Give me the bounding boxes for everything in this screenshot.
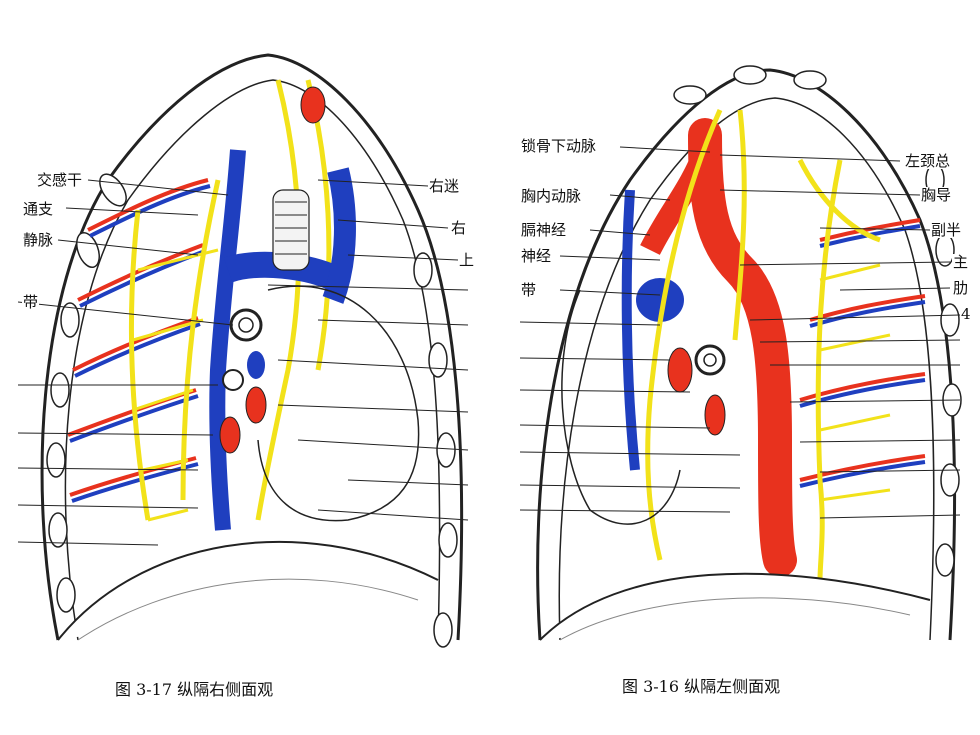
caption-figure-3-17: 图 3-17 纵隔右侧面观 <box>115 680 274 699</box>
label-communicating-branch: 通支 <box>22 200 55 218</box>
label-aorta: 主 <box>952 253 970 271</box>
label-sympathetic-trunk: 交感干 <box>36 171 84 189</box>
label-superior: 上 <box>458 251 476 269</box>
label-phrenic-nerve: 膈神经 <box>520 221 568 239</box>
label-nerve: 神经 <box>520 247 553 265</box>
left-mediastinum-illustration <box>520 65 962 641</box>
label-ligament: 带 <box>22 293 40 311</box>
caption-figure-3-16: 图 3-16 纵隔左侧面观 <box>622 677 781 696</box>
right-mediastinum-illustration <box>18 53 469 648</box>
label-internal-thoracic-artery: 胸内动脉 <box>520 187 583 205</box>
label-right: 右 <box>450 219 468 237</box>
label-accessory-hemiazygos: 副半 <box>930 221 963 239</box>
label-four: 4 <box>960 305 972 323</box>
label-rib: 肋 <box>952 279 970 297</box>
label-left-subclavian-artery: 锁骨下动脉 <box>520 137 598 155</box>
label-right-vagus: 右迷 <box>428 177 461 195</box>
label-vein: 静脉 <box>22 231 55 249</box>
figure-left-mediastinum: 锁骨下动脉 胸内动脉 膈神经 神经 带 左颈总 胸导 副半 主 肋 4 <box>520 40 980 660</box>
label-ligament: 带 <box>520 281 538 299</box>
label-left-common-carotid: 左颈总 <box>904 152 952 170</box>
label-thoracic-duct: 胸导 <box>920 186 953 204</box>
figure-right-mediastinum: 交感干 通支 静脉 带 右迷 右 上 <box>18 40 478 680</box>
